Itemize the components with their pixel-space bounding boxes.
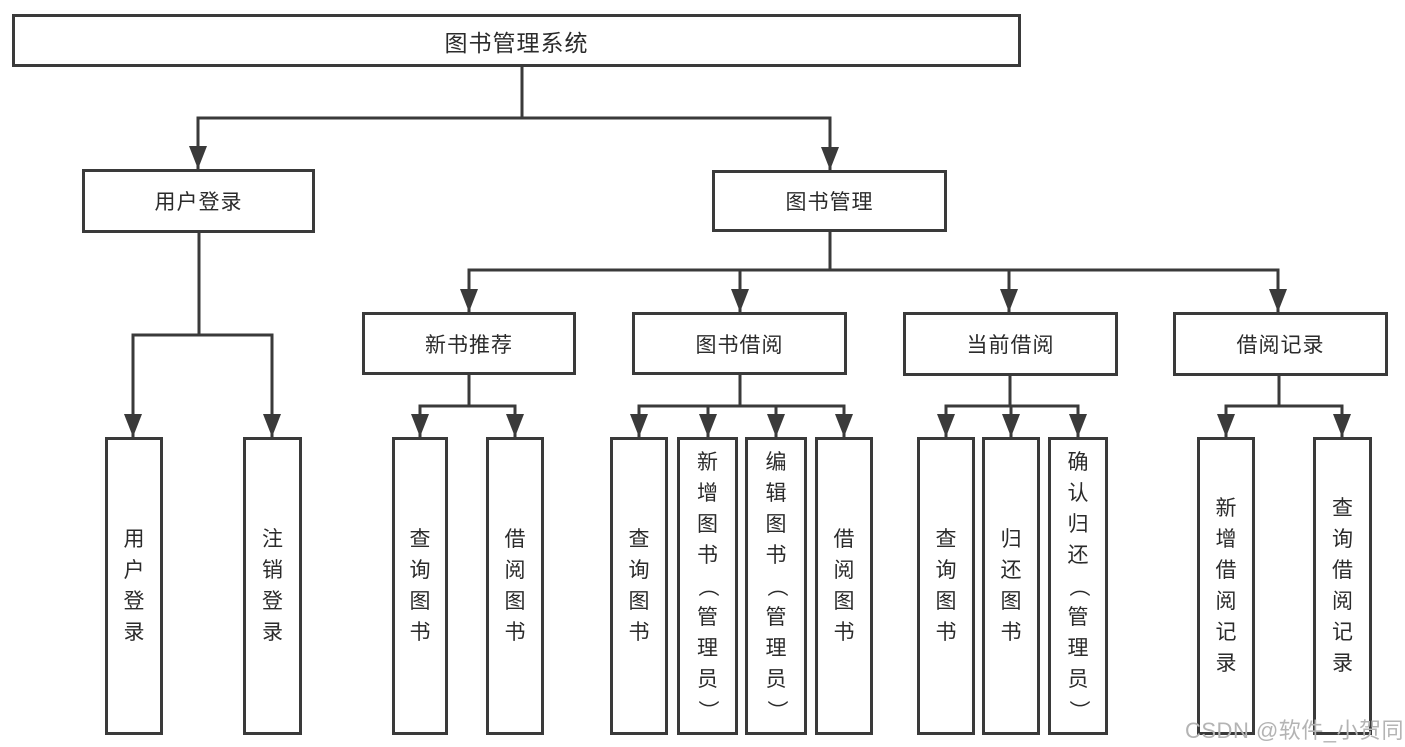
leaf-query-books-3: 查询图书 [917,437,975,735]
leaf-user-login-label: 用户登录 [123,528,145,644]
node-user-login-label: 用户登录 [154,191,243,214]
leaf-add-borrow-record-label: 新增借阅记录 [1215,497,1237,675]
leaf-return-books: 归还图书 [982,437,1040,735]
node-user-login: 用户登录 [82,169,315,233]
node-current-borrowing-label: 当前借阅 [966,334,1055,357]
leaf-add-borrow-record: 新增借阅记录 [1197,437,1255,735]
node-book-borrowing: 图书借阅 [632,312,847,375]
leaf-confirm-return-admin-label: 确认归还（管理员） [1066,450,1090,721]
leaf-add-book-admin: 新增图书（管理员） [677,437,738,735]
leaf-user-login: 用户登录 [105,437,163,735]
leaf-query-books-1: 查询图书 [392,437,448,735]
watermark: CSDN @软件_小贺同学 [1185,718,1405,743]
leaf-edit-book-admin-label: 编辑图书（管理员） [764,450,788,721]
leaf-query-books-1-label: 查询图书 [409,528,431,644]
leaf-borrow-books-2-label: 借阅图书 [833,528,855,644]
node-book-borrowing-label: 图书借阅 [695,333,784,357]
leaf-confirm-return-admin: 确认归还（管理员） [1048,437,1108,735]
node-current-borrowing: 当前借阅 [903,312,1118,376]
node-book-management-label: 图书管理 [785,191,874,214]
leaf-return-books-label: 归还图书 [1000,528,1022,644]
leaf-borrow-books-2: 借阅图书 [815,437,873,735]
leaf-add-book-admin-label: 新增图书（管理员） [696,450,719,721]
node-book-management: 图书管理 [712,170,947,232]
leaf-logout: 注销登录 [243,437,302,735]
leaf-edit-book-admin: 编辑图书（管理员） [745,437,807,735]
node-library-system: 图书管理系统 [12,14,1021,67]
node-borrowing-records-label: 借阅记录 [1236,334,1325,357]
leaf-query-borrow-record: 查询借阅记录 [1313,437,1372,735]
node-borrowing-records: 借阅记录 [1173,312,1388,376]
leaf-query-books-2-label: 查询图书 [628,528,650,644]
leaf-query-books-2: 查询图书 [610,437,668,735]
leaf-borrow-books-1-label: 借阅图书 [504,528,526,644]
node-new-book-recommend: 新书推荐 [362,312,576,375]
leaf-query-books-3-label: 查询图书 [935,528,957,644]
leaf-borrow-books-1: 借阅图书 [486,437,544,735]
node-new-book-recommend-label: 新书推荐 [425,333,513,357]
leaf-query-borrow-record-label: 查询借阅记录 [1332,497,1353,675]
node-library-system-label: 图书管理系统 [444,29,589,56]
leaf-logout-label: 注销登录 [262,528,283,644]
